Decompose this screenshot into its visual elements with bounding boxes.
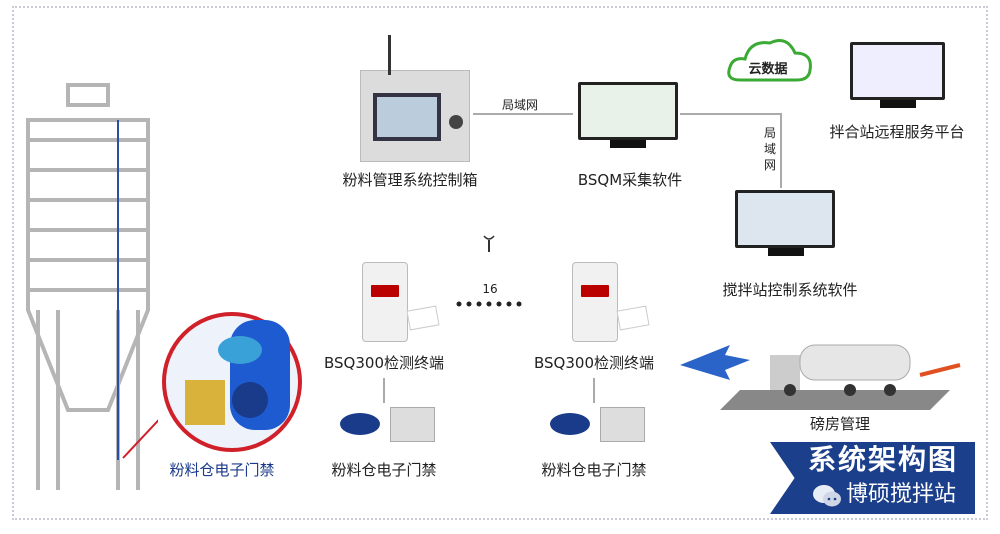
terminal-count: 16 [482, 282, 498, 296]
cloud-label: 云数据 [748, 62, 788, 77]
connector-line [383, 378, 385, 403]
terminal-device-2 [572, 262, 618, 342]
monitor-stand [880, 100, 916, 108]
diagram-frame [12, 6, 988, 520]
weighbridge-label: 磅房管理 [809, 415, 871, 433]
connector-line [593, 378, 595, 403]
gate-device-2 [550, 405, 650, 445]
cloud-icon [727, 39, 812, 82]
monitor-stand [610, 140, 646, 148]
terminal-label-2: BSQ300检测终端 [534, 354, 654, 372]
remote-monitor [850, 42, 945, 100]
terminal-label-1: BSQ300检测终端 [324, 354, 444, 372]
gate-closeup-callout [162, 312, 302, 452]
silo-illustration [26, 83, 158, 490]
title-banner [770, 442, 975, 514]
lan-line [473, 113, 573, 115]
gate-main-label: 粉料仓电子门禁 [169, 461, 275, 479]
wechat-icon [813, 485, 841, 507]
mixing-monitor [735, 190, 835, 248]
weighbridge-illustration [680, 344, 961, 410]
gate-device-1 [340, 405, 440, 445]
mixing-label: 搅拌站控制系统软件 [722, 281, 858, 299]
terminal-device-1 [362, 262, 408, 342]
lan-line-2 [680, 113, 780, 115]
monitor-stand [768, 248, 804, 256]
lan-label-1: 局域网 [501, 98, 539, 112]
gate-label-1: 粉料仓电子门禁 [331, 461, 437, 479]
bsqm-monitor [578, 82, 678, 140]
control-box [360, 70, 470, 162]
ellipsis-dots [456, 301, 522, 307]
remote-label: 拌合站远程服务平台 [829, 123, 965, 141]
control-box-label: 粉料管理系统控制箱 [342, 171, 478, 189]
signal-icon [483, 235, 495, 252]
bsqm-label: BSQM采集软件 [577, 171, 683, 189]
antenna-icon [388, 35, 391, 75]
diagram-title: 系统架构图 [808, 443, 959, 476]
watermark-text: 博硕搅拌站 [846, 482, 957, 507]
gate-label-2: 粉料仓电子门禁 [541, 461, 647, 479]
lan-line-3 [780, 113, 782, 188]
lan-label-2: 局域网 [764, 126, 777, 172]
